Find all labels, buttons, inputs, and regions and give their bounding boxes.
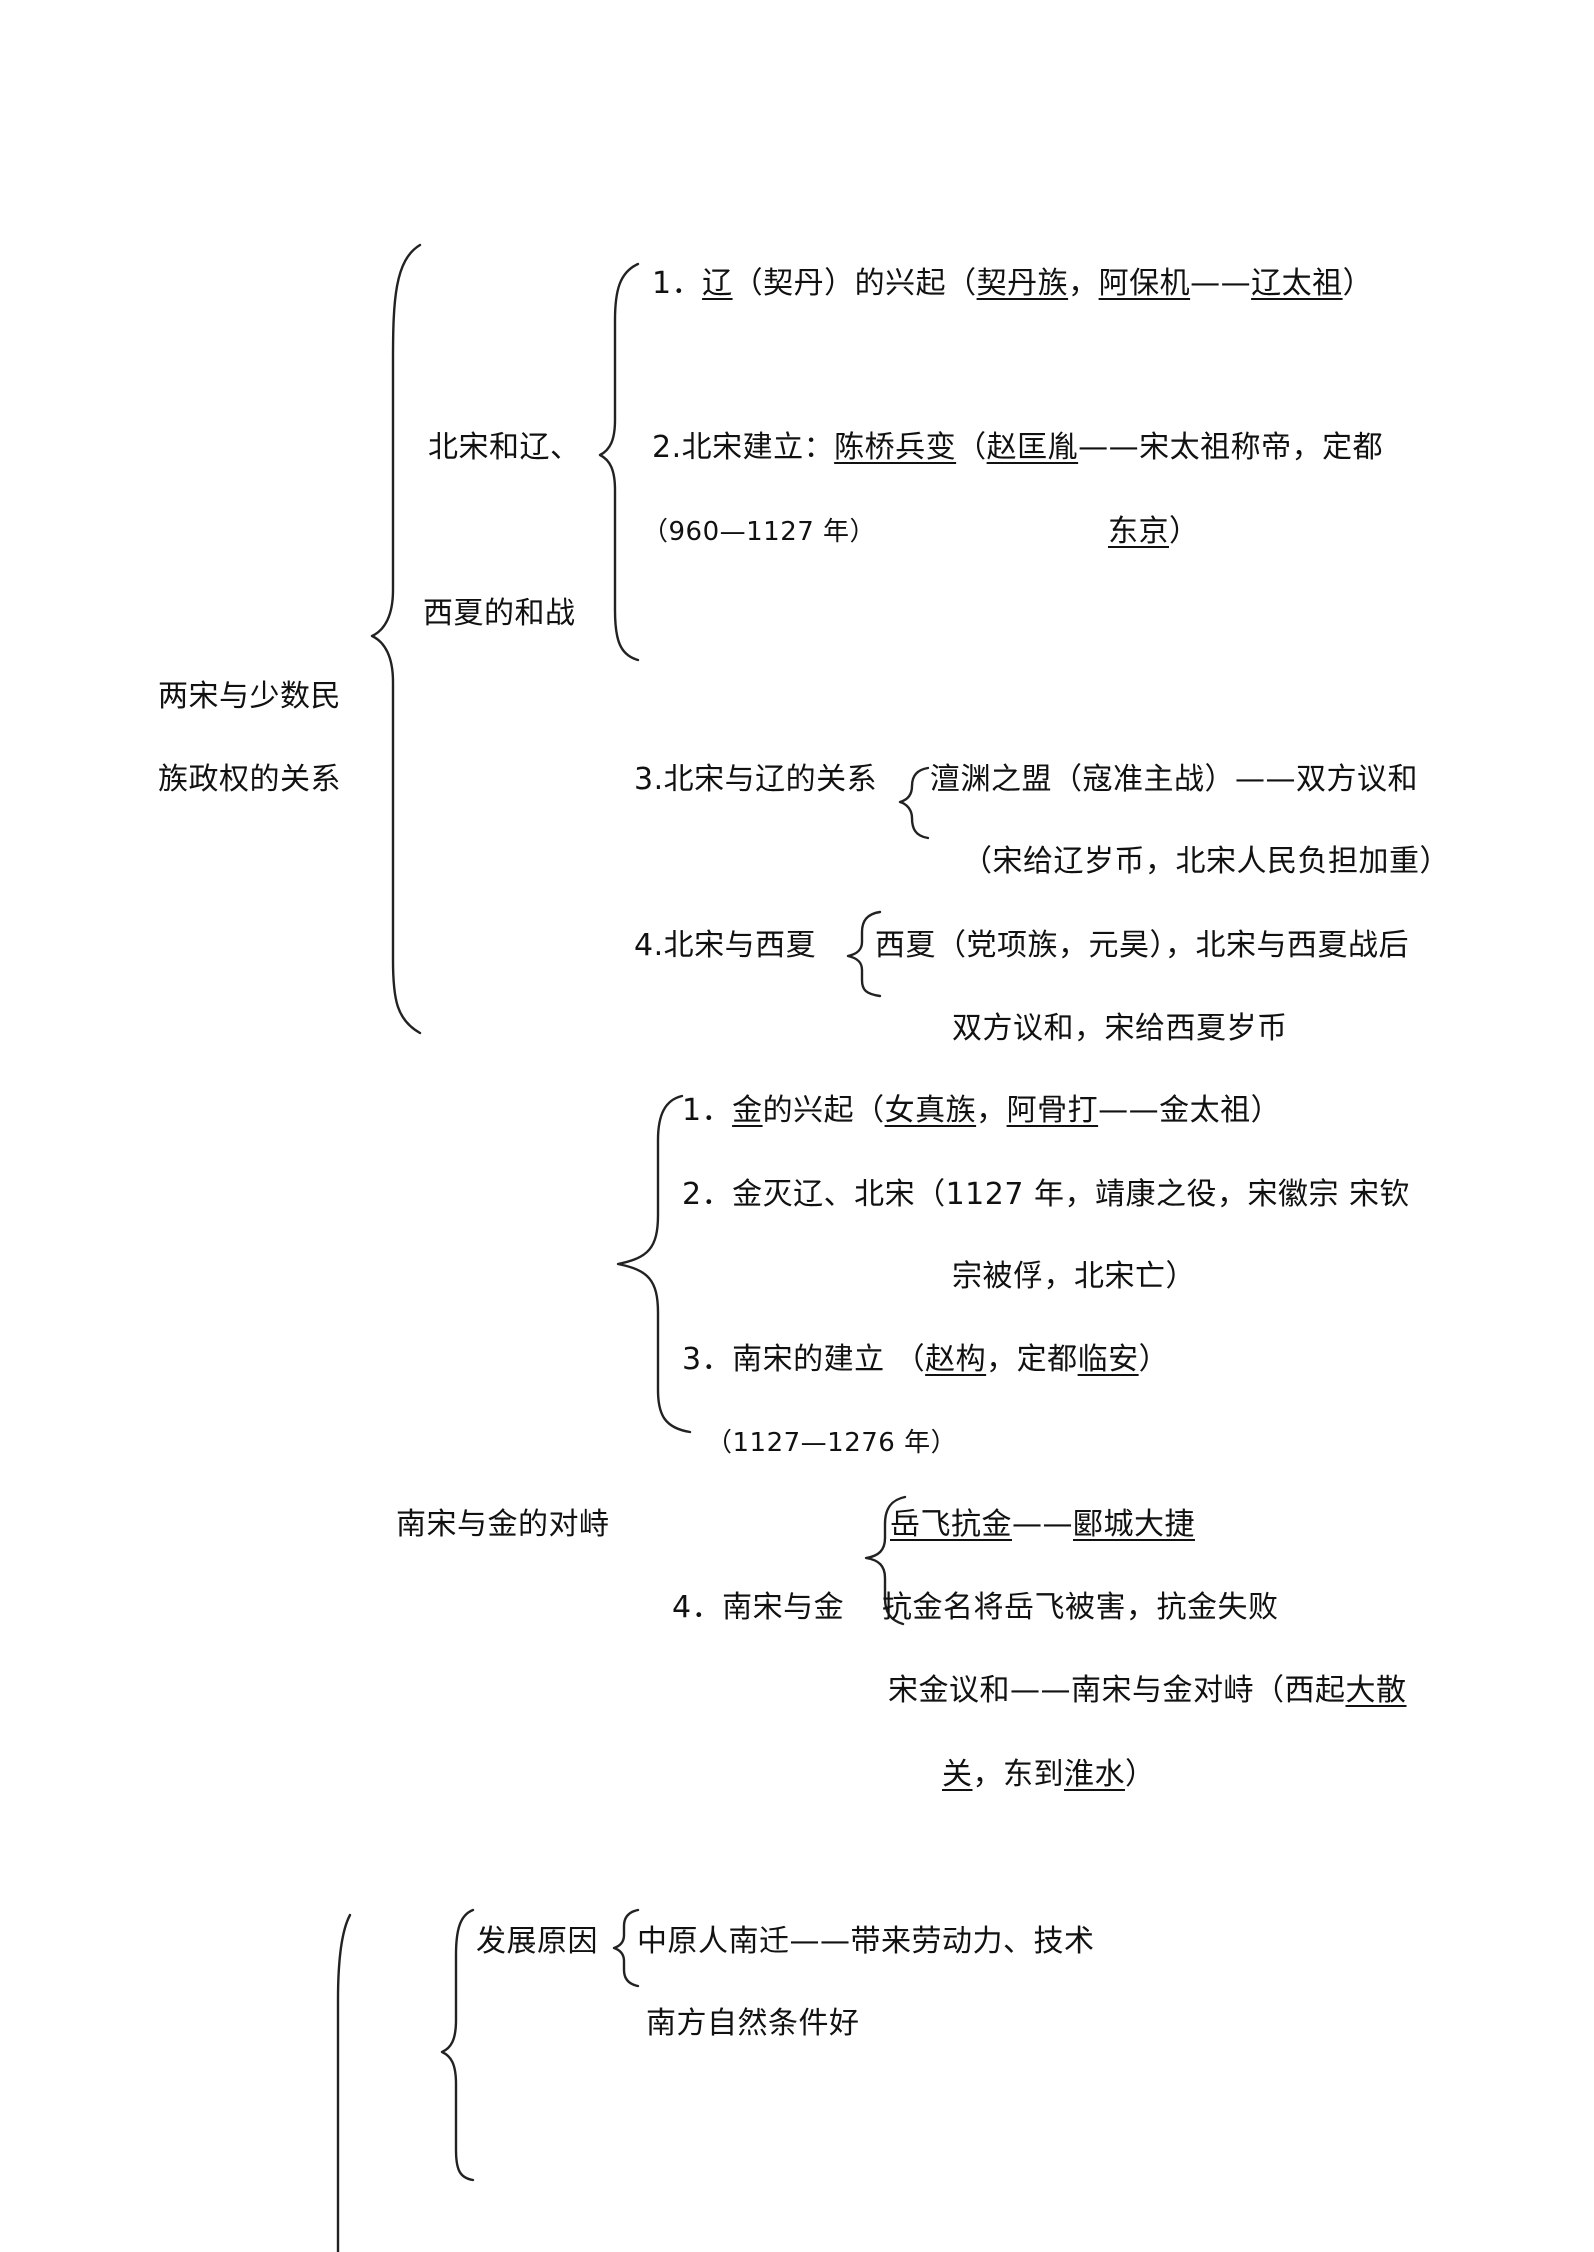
s1-item2: 2.北宋建立：陈桥兵变（赵匡胤——宋太祖称帝，定都: [652, 430, 1384, 465]
s1-brace: [598, 262, 640, 662]
s2-item4-line3: 宋金议和——南宋与金对峙（西起大散: [888, 1673, 1407, 1708]
s1-item1: 1．辽（契丹）的兴起（契丹族，阿保机——辽太祖）: [652, 266, 1374, 301]
s1-item4-label: 4.北宋与西夏: [634, 928, 817, 963]
s2-period: （1127—1276 年）: [706, 1428, 958, 1458]
s2-item4-brace: [864, 1495, 907, 1626]
s1-item3-line1: 澶渊之盟（寇准主战）——双方议和: [930, 762, 1418, 797]
s2-item3: 3．南宋的建立 （赵构，定都临安）: [682, 1342, 1170, 1377]
s2-item4-label: 4．南宋与金: [672, 1590, 845, 1625]
s1-title-line1: 北宋和辽、: [428, 430, 581, 465]
s1-item3-label: 3.北宋与辽的关系: [634, 762, 878, 797]
root-brace: [370, 243, 422, 1035]
s2-item2-line2: 宗被俘，北宋亡）: [952, 1259, 1196, 1294]
s3-title: 发展原因: [476, 1924, 598, 1959]
root-title-line2: 族政权的关系: [158, 762, 341, 797]
s1-title-line2: 西夏的和战: [423, 596, 576, 631]
s1-item4-line2: 双方议和，宋给西夏岁币: [952, 1011, 1288, 1046]
s1-item4-brace: [846, 910, 882, 998]
root-title-line1: 两宋与少数民: [158, 679, 341, 714]
s1-item4-line1: 西夏（党项族，元昊），北宋与西夏战后: [875, 928, 1409, 963]
s2-item4-line1: 岳飞抗金——郾城大捷: [890, 1507, 1195, 1542]
s2-item1: 1．金的兴起（女真族，阿骨打——金太祖）: [682, 1093, 1282, 1128]
s4-partial-brace: [336, 1913, 352, 2252]
s3-line2: 南方自然条件好: [646, 2006, 860, 2041]
s1-period: （960—1127 年）: [642, 517, 877, 547]
s3-item-brace: [612, 1908, 640, 1988]
s1-item3-brace: [898, 766, 930, 840]
s2-brace: [616, 1094, 692, 1434]
s1-item2-cont: 东京）: [1108, 514, 1200, 549]
s3-brace: [440, 1908, 475, 2182]
s3-line1: 中原人南迁——带来劳动力、技术: [637, 1924, 1095, 1959]
s2-item2-line1: 2．金灭辽、北宋（1127 年，靖康之役，宋徽宗 宋钦: [682, 1177, 1411, 1212]
s2-item4-line2: 抗金名将岳飞被害，抗金失败: [882, 1590, 1279, 1625]
s2-item4-line4: 关，东到淮水）: [942, 1757, 1156, 1792]
s1-item3-line2: （宋给辽岁币，北宋人民负担加重）: [962, 844, 1450, 879]
s2-title: 南宋与金的对峙: [396, 1507, 610, 1542]
